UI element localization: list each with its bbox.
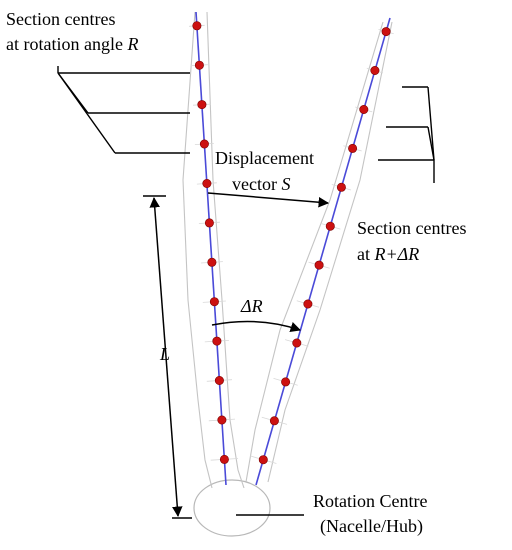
leader-bracket-left [57,66,190,154]
section-centre-R-dR-node [370,66,380,76]
blade-axis-R-dR [255,17,391,486]
section-centre-R-dR-node [381,27,391,37]
section-centre-R-node [194,60,204,70]
label-delta-R: ΔR [240,296,263,316]
section-centre-R-dR-node [258,455,268,465]
label-section-R-line1: Section centres [6,9,115,29]
section-centre-R-node [204,218,214,228]
section-centre-R-dR-node [325,221,335,231]
label-section-dR-line2: at R+ΔR [357,244,419,264]
section-centre-R-dR-node [303,299,313,309]
length-dimension [143,195,192,519]
section-centre-R-node [214,375,224,385]
section-centre-R-dR-node [281,377,291,387]
blade-outline-R-dR [245,21,393,483]
section-centre-R-dR-node [359,105,369,115]
section-centre-R-dR-node [314,260,324,270]
section-centre-R-node [209,297,219,307]
section-centre-R-node [199,139,209,149]
section-centres-R [192,21,229,464]
section-centre-R-node [197,100,207,110]
section-centre-R-node [217,415,227,425]
section-centre-R-node [192,21,202,31]
delta-r-arc [211,320,301,332]
section-centre-R-dR-node [269,416,279,426]
label-displacement-line2: vector S [232,174,290,194]
label-rotation-line1: Rotation Centre [313,491,427,511]
blade-axis-R [195,11,227,486]
section-centre-R-node [207,257,217,267]
label-length: L [159,344,170,364]
leader-bracket-right [378,86,435,183]
section-centre-R-node [202,179,212,189]
label-rotation-line2: (Nacelle/Hub) [320,516,423,537]
displacement-arrow [207,192,330,208]
blade-outline-R [182,11,245,489]
blade-sections-R [188,24,239,461]
hub-circle [193,479,271,537]
label-section-dR-line1: Section centres [357,218,466,238]
section-centre-R-node [219,454,229,464]
section-centre-R-dR-node [348,143,358,153]
label-section-R-line2: at rotation angle R [6,34,138,54]
label-displacement-line1: Displacement [215,148,314,168]
section-centre-R-dR-node [292,338,302,348]
section-centres-R-dR [258,27,391,465]
section-centre-R-dR-node [336,182,346,192]
section-centre-R-node [212,336,222,346]
